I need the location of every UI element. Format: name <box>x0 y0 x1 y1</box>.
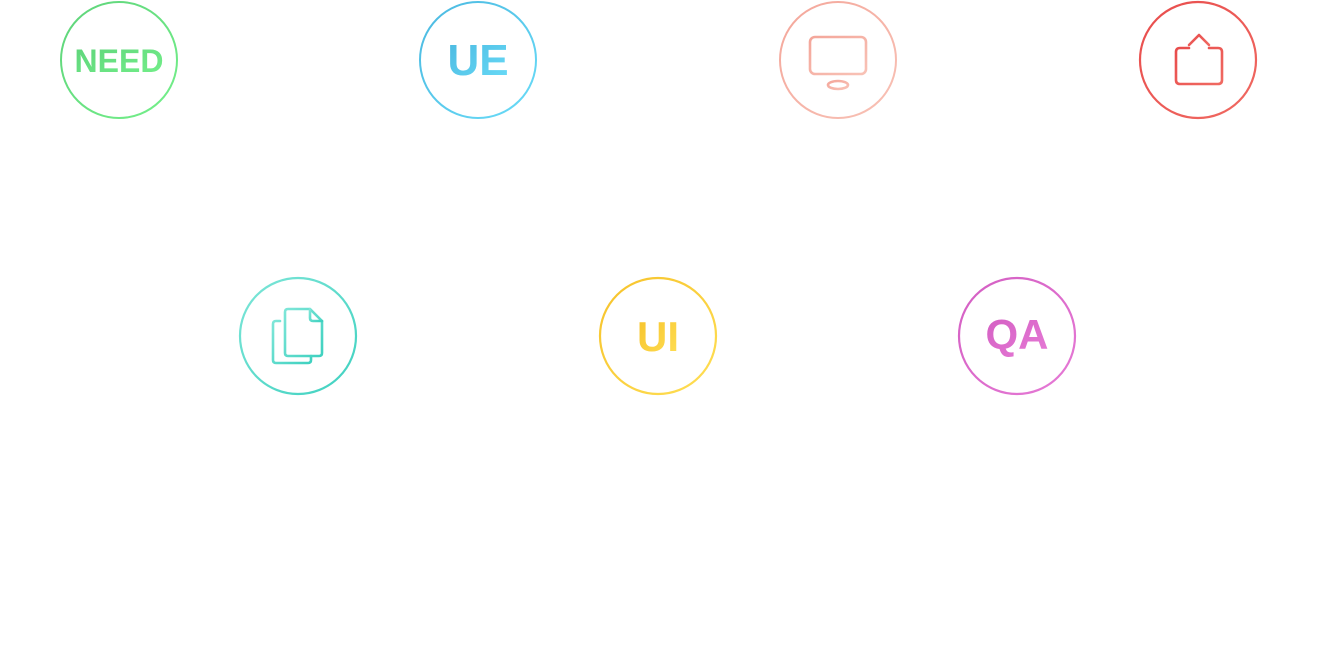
step-design <box>778 0 898 120</box>
share-export-icon <box>1174 33 1224 86</box>
step-need-label: NEED <box>75 43 164 79</box>
step-ue-label: UE <box>447 36 508 85</box>
step-qa: QA <box>957 276 1077 396</box>
step-ui-label: UI <box>637 313 679 360</box>
step-qa-label: QA <box>986 311 1049 358</box>
step-need: NEED <box>59 0 179 120</box>
step-ui: UI <box>598 276 718 396</box>
step-release-circle <box>1138 0 1258 120</box>
step-ui-circle: UI <box>598 276 718 396</box>
step-ue-circle: UE <box>419 1 537 119</box>
step-qa-circle: QA <box>957 276 1077 396</box>
step-need-circle: NEED <box>60 1 178 119</box>
documents-copy-icon <box>271 307 324 365</box>
monitor-icon <box>808 35 868 91</box>
step-docs <box>238 276 358 396</box>
step-docs-circle <box>238 276 358 396</box>
step-release <box>1138 0 1258 120</box>
step-design-circle <box>779 1 897 119</box>
step-ue: UE <box>418 0 538 120</box>
